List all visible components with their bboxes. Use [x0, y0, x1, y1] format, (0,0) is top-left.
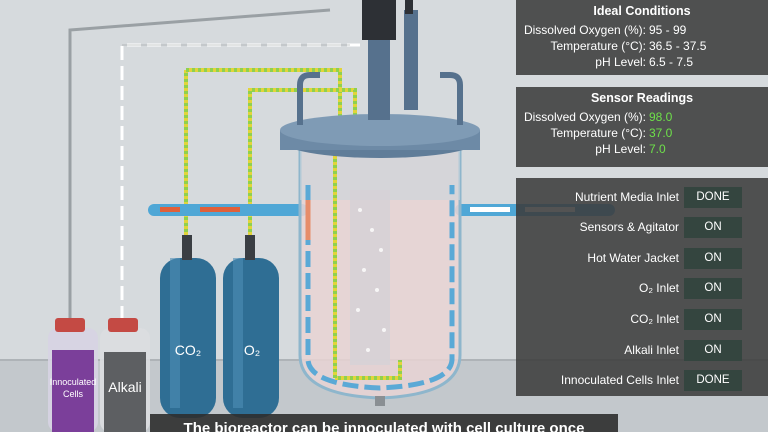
sensors-agitator-label: Sensors & Agitator — [579, 220, 679, 234]
nutrient-media-button[interactable]: DONE — [684, 186, 742, 208]
bottle-cells-label-line1: Innoculated — [50, 377, 97, 387]
controls-panel: Nutrient Media Inlet DONE Sensors & Agit… — [516, 178, 768, 396]
sensor-readings-title: Sensor Readings — [590, 91, 694, 105]
control-hot-water-jacket: Hot Water Jacket ON — [516, 246, 768, 270]
ideal-conditions-title: Ideal Conditions — [593, 4, 691, 18]
instruction-caption: The bioreactor can be innoculated with c… — [150, 414, 618, 432]
co2-inlet-label: CO₂ Inlet — [630, 312, 679, 326]
innoculated-cells-inlet-button[interactable]: DONE — [684, 369, 742, 391]
sensor-row-oxygen: Dissolved Oxygen (%): 98.0 — [516, 109, 768, 125]
ideal-oxygen-value: 95 - 99 — [649, 23, 687, 37]
ideal-oxygen-label: Dissolved Oxygen (%): — [523, 23, 646, 37]
o2-inlet-button[interactable]: ON — [684, 277, 742, 299]
hot-water-jacket-button[interactable]: ON — [684, 247, 742, 269]
tank-o2-label: O₂ — [244, 342, 260, 358]
control-o2-inlet: O₂ Inlet ON — [516, 276, 768, 300]
ideal-row-ph: pH Level: 6.5 - 7.5 — [516, 54, 768, 70]
ideal-ph-label: pH Level: — [595, 55, 646, 69]
alkali-inlet-label: Alkali Inlet — [624, 343, 679, 357]
o2-inlet-label: O₂ Inlet — [638, 281, 679, 295]
control-innoculated-cells-inlet: Innoculated Cells Inlet DONE — [516, 368, 768, 392]
ideal-temperature-label: Temperature (°C): — [550, 39, 647, 53]
control-alkali-inlet: Alkali Inlet ON — [516, 338, 768, 362]
nutrient-media-label: Nutrient Media Inlet — [574, 190, 679, 204]
sensor-oxygen-label: Dissolved Oxygen (%): — [523, 110, 646, 124]
innoculated-cells-inlet-label: Innoculated Cells Inlet — [560, 373, 679, 387]
ideal-row-oxygen: Dissolved Oxygen (%): 95 - 99 — [516, 22, 768, 38]
control-sensors-agitator: Sensors & Agitator ON — [516, 215, 768, 239]
sensor-ph-label: pH Level: — [595, 142, 646, 156]
control-co2-inlet: CO₂ Inlet ON — [516, 307, 768, 331]
hot-water-jacket-label: Hot Water Jacket — [587, 251, 679, 265]
bottle-alkali-label: Alkali — [108, 379, 141, 395]
ideal-conditions-panel: Ideal Conditions Dissolved Oxygen (%): 9… — [516, 0, 768, 75]
ideal-temperature-value: 36.5 - 37.5 — [649, 39, 707, 53]
sensor-temperature-label: Temperature (°C): — [550, 126, 647, 140]
sensor-row-ph: pH Level: 7.0 — [516, 141, 768, 157]
ideal-row-temperature: Temperature (°C): 36.5 - 37.5 — [516, 38, 768, 54]
tank-co2-label: CO₂ — [175, 342, 201, 358]
sensor-readings-panel: Sensor Readings Dissolved Oxygen (%): 98… — [516, 87, 768, 167]
sensor-temperature-value: 37.0 — [649, 126, 673, 140]
control-nutrient-media: Nutrient Media Inlet DONE — [516, 185, 768, 209]
sensor-row-temperature: Temperature (°C): 37.0 — [516, 125, 768, 141]
co2-inlet-button[interactable]: ON — [684, 308, 742, 330]
bottle-cells-label-line2: Cells — [63, 389, 84, 399]
alkali-inlet-button[interactable]: ON — [684, 339, 742, 361]
sensor-oxygen-value: 98.0 — [649, 110, 673, 124]
sensors-agitator-button[interactable]: ON — [684, 216, 742, 238]
ideal-ph-value: 6.5 - 7.5 — [649, 55, 694, 69]
sensor-ph-value: 7.0 — [649, 142, 666, 156]
